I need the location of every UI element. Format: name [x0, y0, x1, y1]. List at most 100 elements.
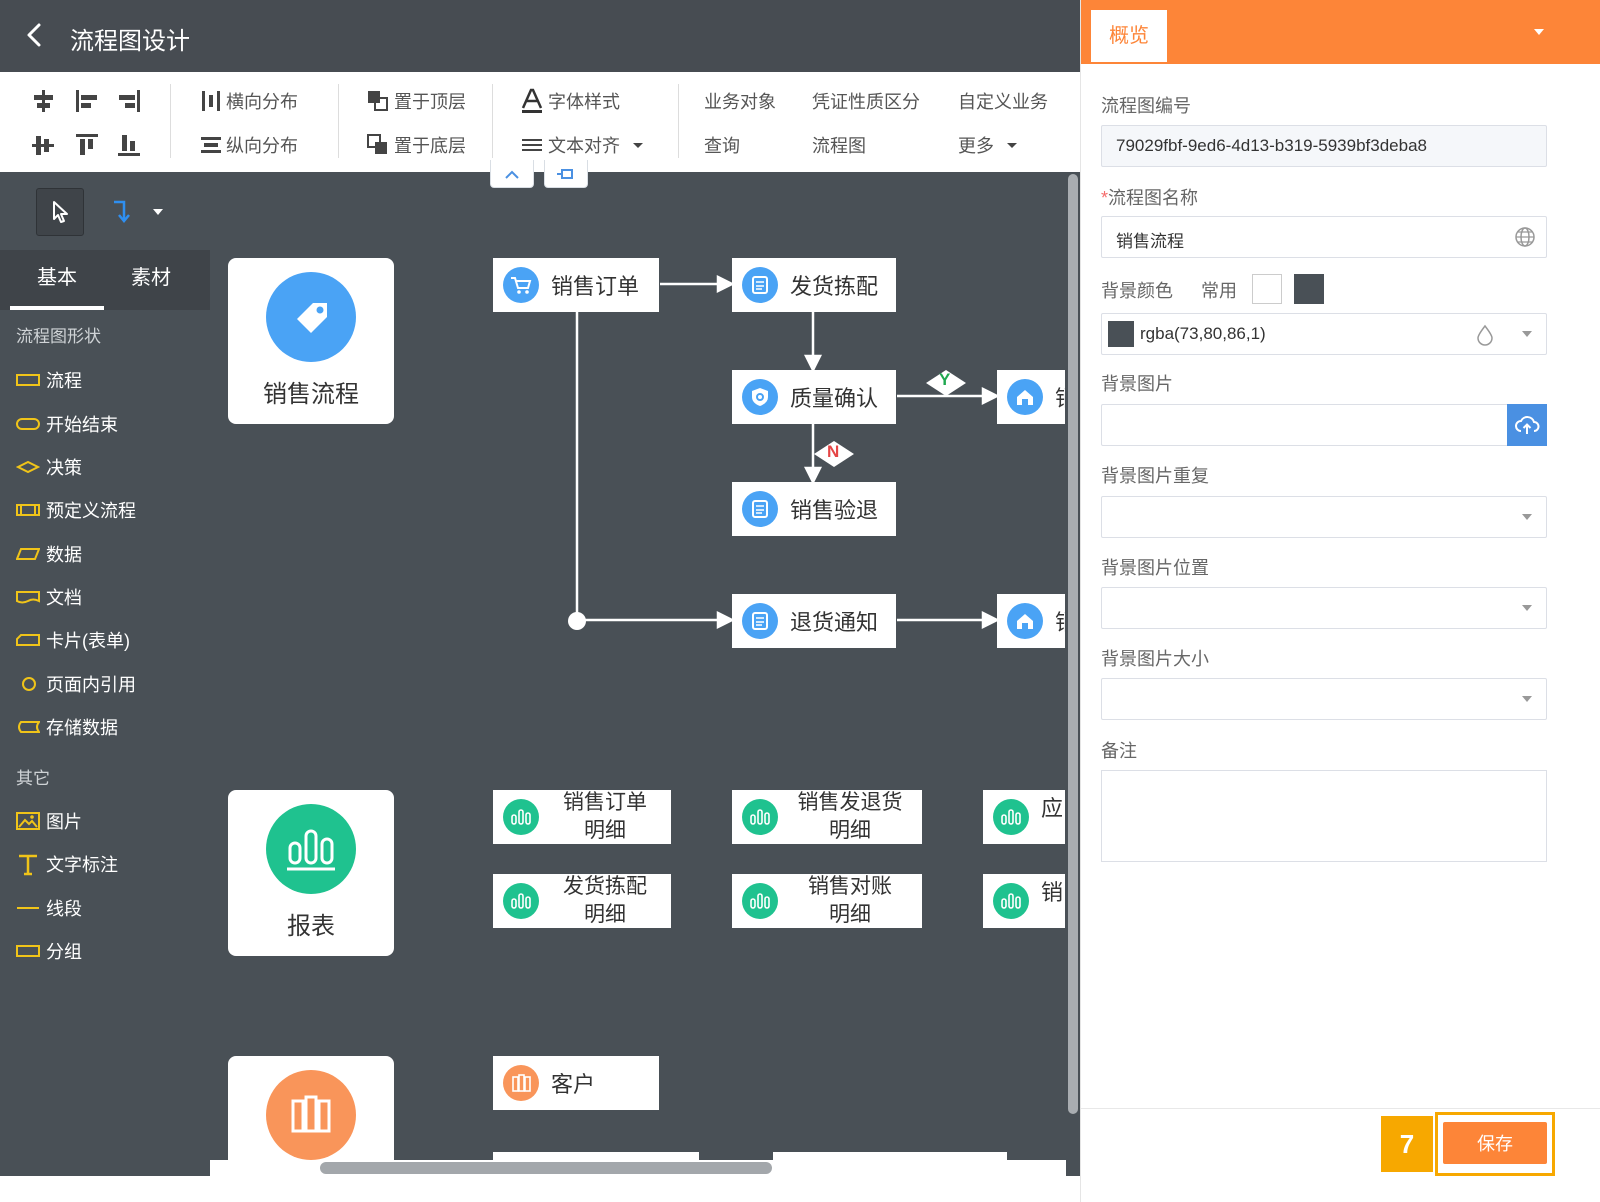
align-center-h-button[interactable]: [30, 86, 56, 116]
tab-overview[interactable]: 概览: [1091, 10, 1167, 62]
node-partial-right-1[interactable]: 销: [997, 370, 1065, 424]
more-dropdown[interactable]: 更多: [958, 130, 1022, 160]
align-top-button[interactable]: [74, 130, 100, 160]
shape-group[interactable]: 分组: [16, 936, 82, 966]
flowchart-id-value: 79029fbf-9ed6-4d13-b319-5939bf3deba8: [1116, 136, 1427, 155]
node-customer[interactable]: 客户: [493, 1056, 659, 1110]
node-ship-pick[interactable]: 发货拣配: [732, 258, 896, 312]
scrollbar-thumb[interactable]: [1068, 174, 1078, 1114]
swatch-dark-gray[interactable]: [1294, 274, 1324, 304]
text-align-dropdown[interactable]: 文本对齐: [520, 130, 648, 160]
footer-divider: [1081, 1108, 1600, 1109]
bg-size-select[interactable]: [1101, 678, 1547, 720]
report-sales-ship-return-detail[interactable]: 销售发退货明细: [732, 790, 922, 844]
connector-tool-button[interactable]: [108, 196, 138, 226]
remark-textarea[interactable]: [1101, 770, 1547, 862]
report-partial-1[interactable]: 应: [983, 790, 1065, 844]
node-partial-bottom-1[interactable]: [493, 1152, 699, 1162]
tab-basic[interactable]: 基本: [10, 250, 104, 310]
report-sales-order-detail[interactable]: 销售订单明细: [493, 790, 671, 844]
node-partial-bottom-2[interactable]: [773, 1152, 1007, 1162]
query-button[interactable]: 查询: [704, 130, 740, 160]
send-to-bottom-button[interactable]: 置于底层: [366, 130, 466, 160]
flowchart-canvas[interactable]: Y N 销售流程 报表 销售订单: [210, 172, 1065, 1162]
flowchart-id-field[interactable]: 79029fbf-9ed6-4d13-b319-5939bf3deba8: [1101, 125, 1547, 167]
rectangle-shape-icon: [16, 374, 40, 386]
node-sales-order[interactable]: 销售订单: [493, 258, 659, 312]
shape-decision[interactable]: 决策: [16, 452, 82, 482]
bg-position-select[interactable]: [1101, 587, 1547, 629]
node-partial-right-1-label: 销: [1055, 381, 1065, 413]
node-partial-right-2[interactable]: 销: [997, 594, 1065, 648]
connector-type-dropdown[interactable]: [148, 202, 168, 222]
chevron-down-icon: [1522, 331, 1532, 337]
swatch-white[interactable]: [1252, 274, 1282, 304]
cloud-upload-icon: [1515, 416, 1540, 434]
bring-to-top-button[interactable]: 置于顶层: [366, 86, 466, 116]
font-style-button[interactable]: 字体样式: [520, 86, 620, 116]
voucher-type-label: 凭证性质区分: [812, 92, 920, 112]
shape-line[interactable]: 线段: [16, 893, 82, 923]
collapse-toolbar-button[interactable]: [490, 160, 534, 188]
card-sales-process[interactable]: 销售流程: [228, 258, 394, 424]
parallelogram-shape-icon: [16, 548, 40, 560]
report-sales-recon-detail[interactable]: 销售对账明细: [732, 874, 922, 928]
custom-biz-button[interactable]: 自定义业务: [958, 86, 1048, 116]
shape-stored-data[interactable]: 存储数据: [16, 712, 118, 742]
bg-color-picker[interactable]: rgba(73,80,86,1): [1101, 313, 1547, 355]
flowchart-name-input[interactable]: 销售流程: [1101, 216, 1547, 258]
bg-repeat-select[interactable]: [1101, 496, 1547, 538]
save-button[interactable]: 保存: [1443, 1122, 1547, 1164]
terminator-shape-icon: [16, 418, 40, 430]
droplet-icon[interactable]: [1476, 324, 1494, 346]
align-middle-v-button[interactable]: [30, 130, 56, 160]
shape-data[interactable]: 数据: [16, 539, 82, 569]
designer-area: 流程图设计 横向分布 纵向分布: [0, 0, 1080, 1202]
decision-yes-label: Y: [939, 370, 951, 389]
panel-dropdown-button[interactable]: [1529, 22, 1549, 42]
shape-page-ref-label: 页面内引用: [46, 675, 136, 695]
shape-card[interactable]: 卡片(表单): [16, 625, 130, 655]
card-archive[interactable]: [228, 1056, 394, 1162]
report-partial-2-label: 销: [1041, 880, 1064, 905]
bg-image-input[interactable]: [1101, 404, 1547, 446]
align-right-button[interactable]: [116, 86, 142, 116]
node-sales-return[interactable]: 销售验退: [732, 482, 896, 536]
shape-start-end[interactable]: 开始结束: [16, 409, 118, 439]
shape-data-label: 数据: [46, 545, 82, 565]
back-arrow-icon[interactable]: [22, 22, 48, 48]
biz-object-label: 业务对象: [704, 92, 776, 112]
report-ship-pick-detail[interactable]: 发货拣配明细: [493, 874, 671, 928]
v-distribute-button[interactable]: 纵向分布: [200, 130, 298, 160]
node-quality-check[interactable]: 质量确认: [732, 370, 896, 424]
pointer-tool-button[interactable]: [36, 188, 84, 236]
chevron-down-icon: [1534, 29, 1544, 35]
report-line: 销售发退货: [797, 791, 903, 814]
report-partial-2[interactable]: 销: [983, 874, 1065, 928]
shape-image[interactable]: 图片: [16, 806, 82, 836]
canvas-vertical-scrollbar[interactable]: [1066, 172, 1080, 1162]
node-return-notice[interactable]: 退货通知: [732, 594, 896, 648]
shape-process[interactable]: 流程: [16, 365, 82, 395]
align-left-button[interactable]: [74, 86, 100, 116]
h-distribute-button[interactable]: 横向分布: [200, 86, 298, 116]
voucher-type-button[interactable]: 凭证性质区分: [812, 86, 920, 116]
canvas-horizontal-scrollbar[interactable]: [210, 1160, 1066, 1176]
shape-decision-label: 决策: [46, 458, 82, 478]
shape-text-note[interactable]: 文字标注: [16, 849, 118, 879]
tab-material[interactable]: 素材: [131, 267, 171, 289]
shape-document[interactable]: 文档: [16, 582, 82, 612]
flowchart-button[interactable]: 流程图: [812, 130, 866, 160]
upload-button[interactable]: [1507, 404, 1547, 446]
biz-object-button[interactable]: 业务对象: [704, 86, 776, 116]
shape-group-label: 分组: [46, 942, 82, 962]
scrollbar-thumb[interactable]: [320, 1162, 772, 1174]
shape-predefined[interactable]: 预定义流程: [16, 495, 136, 525]
globe-icon[interactable]: [1514, 226, 1536, 248]
align-bottom-button[interactable]: [116, 130, 142, 160]
shape-page-ref[interactable]: 页面内引用: [16, 669, 136, 699]
pin-toolbar-button[interactable]: [544, 160, 588, 188]
clipboard-icon: [742, 491, 778, 527]
card-reports[interactable]: 报表: [228, 790, 394, 956]
bottom-gap: [0, 1176, 1080, 1202]
